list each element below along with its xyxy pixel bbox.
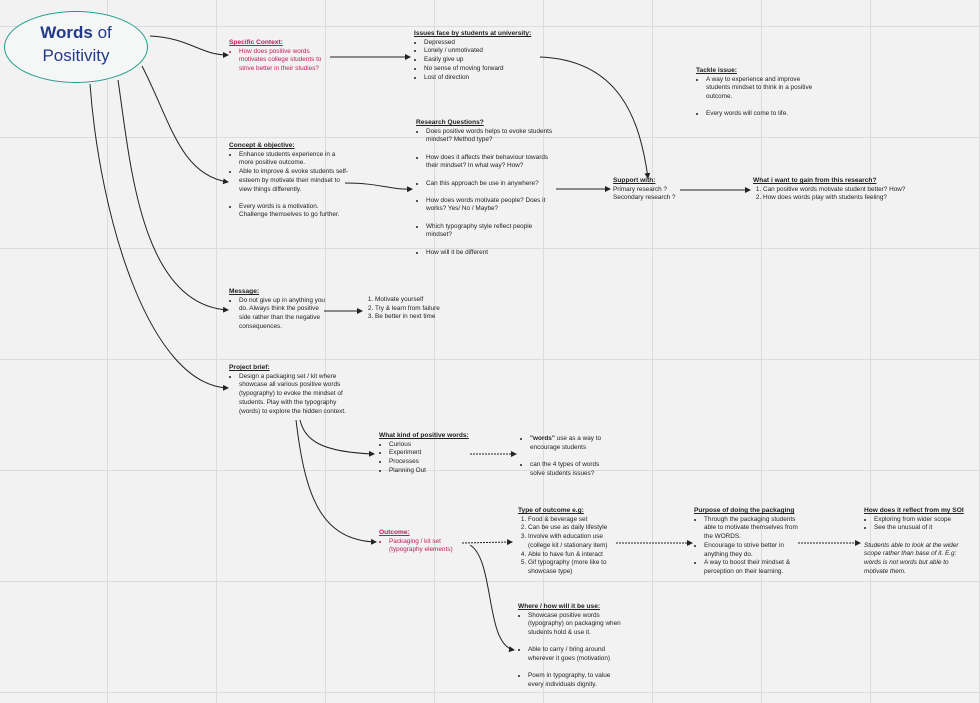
specific-context-item: How does positive words motivates colleg… [239, 48, 337, 74]
tackle-item: A way to experience and improve students… [706, 76, 816, 102]
specific-context-heading: Specific Context: [229, 39, 283, 46]
message-point: Try & learn from failure [375, 305, 456, 314]
reflect-heading: How does it reflect from my SOI [864, 507, 964, 514]
edge-brief-outcome [295, 419, 377, 545]
gain-item: How does words play with students feelin… [763, 194, 923, 203]
brief-node[interactable]: Project brief: Design a packaging set / … [229, 364, 357, 416]
gain-heading: What i want to gain from this research? [753, 177, 877, 184]
outcome-heading: Outcome: [379, 529, 410, 536]
support-heading: Support with: [613, 177, 656, 184]
specific-context-node[interactable]: Specific Context: How does positive word… [229, 39, 337, 74]
types-heading: Type of outcome e.g: [518, 507, 584, 514]
gain-item: Can positive words motivate student bett… [763, 186, 923, 195]
purpose-item: A way to boost their mindset & perceptio… [704, 559, 800, 576]
research-item: Does positive words helps to evoke stude… [426, 128, 556, 145]
reflect-item: Exploring from wider scope [874, 516, 972, 525]
issues-item: Lost of direction [424, 74, 544, 83]
concept-heading: Concept & objective: [229, 142, 295, 149]
types-item: Able to have fun & interact [528, 551, 622, 560]
concept-item: Enhance students experience in a more po… [239, 151, 349, 168]
brief-item: Design a packaging set / kit where showc… [239, 373, 357, 417]
kind-item: Curious [389, 441, 479, 450]
title-oval[interactable] [4, 11, 148, 83]
outcome-node[interactable]: Outcome: Packaging / kit set (typography… [379, 529, 467, 555]
research-item: How will it be different [426, 249, 556, 258]
where-item: Poem in typography, to value every indiv… [528, 672, 622, 689]
edge-issues-support [539, 56, 651, 179]
outcome-item: Packaging / kit set (typography elements… [389, 538, 467, 555]
kind-node[interactable]: What kind of positive words: Curious Exp… [379, 432, 479, 476]
support-node[interactable]: Support with: Primary research ? Seconda… [613, 177, 685, 203]
concept-item: Every words is a motivation. Challenge t… [239, 203, 349, 220]
research-item: How does words motivate people? Does it … [426, 197, 556, 214]
research-node[interactable]: Research Questions? Does positive words … [416, 119, 556, 257]
message-node[interactable]: Message: Do not give up in anything you … [229, 288, 325, 332]
edge-brief-kind [299, 419, 375, 457]
types-item: Involve with education use (college kit … [528, 533, 622, 550]
kind-item: Experiment [389, 449, 479, 458]
reflect-item: See the unusual of it [874, 524, 972, 533]
tackle-heading: Tackle issue: [696, 67, 737, 74]
gain-node[interactable]: What i want to gain from this research? … [753, 177, 923, 203]
words-note-node[interactable]: "words" use as a way to encourage studen… [520, 435, 610, 478]
types-item: Gif typography (more like to showcase ty… [528, 559, 622, 576]
edge-title-message [117, 79, 229, 313]
where-node[interactable]: Where / how will it be use: Showcase pos… [518, 603, 622, 690]
edge-title-brief [89, 83, 229, 391]
edge-outcome-types [461, 539, 513, 546]
edge-outcome-where [469, 544, 515, 653]
tackle-item: Every words will come to life. [706, 110, 816, 119]
research-item: How does it affects their behaviour towa… [426, 154, 556, 171]
issues-item: Lonely / unmotivated [424, 47, 544, 56]
purpose-heading: Purpose of doing the packaging [694, 507, 795, 514]
issues-item: Depressed [424, 39, 544, 48]
issues-item: No sense of moving forward [424, 65, 544, 74]
issues-node[interactable]: Issues face by students at university: D… [414, 30, 544, 82]
edge-title-context [149, 35, 229, 58]
message-point: Be better in next time [375, 313, 456, 322]
purpose-item: Encourage to strive better in anything t… [704, 542, 800, 559]
kind-heading: What kind of positive words: [379, 432, 469, 439]
brief-heading: Project brief: [229, 364, 270, 371]
issues-heading: Issues face by students at university: [414, 30, 532, 37]
message-point: Motivate yourself [375, 296, 456, 305]
reflect-note: Students able to look at the wider scope… [864, 541, 959, 575]
purpose-item: Through the packaging students able to m… [704, 516, 800, 542]
research-item: Which typography style reflect people mi… [426, 223, 556, 240]
message-heading: Message: [229, 288, 260, 295]
research-item: Can this approach be use in anywhere? [426, 180, 556, 189]
words-note-item: can the 4 types of words solve students … [530, 461, 610, 478]
edge-concept-research [344, 182, 413, 193]
issues-item: Easily give up [424, 56, 544, 65]
reflect-node[interactable]: How does it reflect from my SOI Explorin… [864, 507, 972, 576]
types-item: Can be use as daily lifestyle [528, 524, 622, 533]
where-item: Able to carry / bring around wherever it… [528, 646, 622, 663]
edge-title-concept [141, 65, 229, 185]
title-text: Words of Positivity [40, 23, 112, 65]
tackle-node[interactable]: Tackle issue: A way to experience and im… [696, 67, 816, 119]
message-item: Do not give up in anything you do. Alway… [239, 297, 325, 332]
support-line: Primary research ? [613, 185, 667, 193]
where-heading: Where / how will it be use: [518, 603, 601, 610]
purpose-node[interactable]: Purpose of doing the packaging Through t… [694, 507, 800, 577]
types-item: Food & beverage set [528, 516, 622, 525]
kind-item: Processes [389, 458, 479, 467]
kind-item: Planning Out [389, 467, 479, 476]
message-points-node[interactable]: Motivate yourself Try & learn from failu… [366, 296, 456, 322]
where-item: Showcase positive words (typography) on … [528, 612, 622, 638]
concept-node[interactable]: Concept & objective: Enhance students ex… [229, 142, 349, 220]
support-line: Secondary research ? [613, 194, 676, 202]
words-note-item: "words" use as a way to encourage studen… [530, 435, 610, 452]
research-heading: Research Questions? [416, 119, 484, 126]
concept-item: Able to improve & evoke students self-es… [239, 168, 349, 194]
types-node[interactable]: Type of outcome e.g: Food & beverage set… [518, 507, 622, 577]
